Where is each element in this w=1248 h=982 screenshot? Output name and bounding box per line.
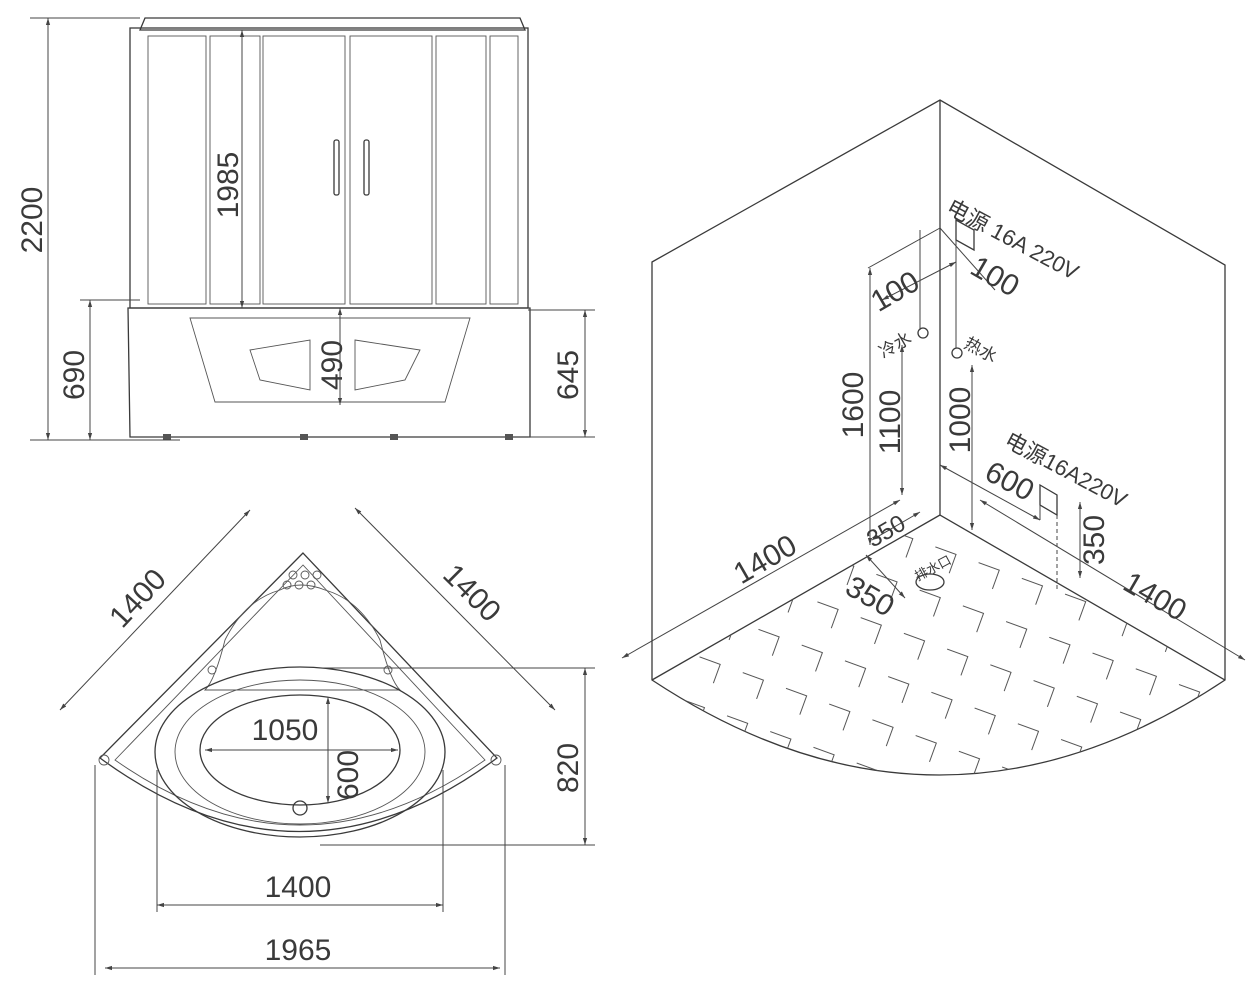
hot-water-label: 热水: [961, 334, 1000, 367]
dim-offset-left: 100: [865, 265, 925, 319]
power-outlet-top: [955, 218, 975, 252]
tub-apron: [189, 317, 471, 403]
cold-water-inlet: [917, 327, 929, 339]
front-view: 2200 1985 690 490 645: [16, 17, 595, 441]
door-left: [262, 35, 346, 305]
dim-1000: 1000: [944, 387, 977, 454]
dim-350-right: 350: [1078, 515, 1111, 565]
dim-base-height-left: 690: [58, 350, 91, 400]
dim-wall-left: 1400: [728, 529, 802, 591]
dim-overall-height: 2200: [16, 187, 49, 254]
dim-overall-width: 1965: [265, 934, 332, 967]
door-right: [349, 35, 433, 305]
cabin-frame: [129, 27, 529, 309]
cabin-roof: [139, 17, 526, 31]
install-view: 电源 16A 220V 100 100 冷水 热水 1600 1100 1000…: [621, 99, 1246, 776]
dim-base-inner: 490: [316, 340, 349, 390]
dim-base-height-right: 645: [552, 350, 585, 400]
dim-front-width: 1400: [265, 871, 332, 904]
dim-basin-length: 1050: [252, 714, 319, 747]
cold-water-label: 冷水: [876, 329, 915, 362]
door-handle: [333, 139, 340, 196]
dim-glass-height: 1985: [212, 152, 245, 219]
door-handle: [363, 139, 370, 196]
dim-basin-width: 600: [332, 750, 365, 800]
drain-outlet: [915, 573, 945, 591]
tub-rim: [154, 666, 446, 838]
tub-outline: [99, 552, 498, 833]
hot-water-inlet: [951, 347, 963, 359]
dim-side-right: 1400: [436, 558, 507, 629]
dim-offset-right: 100: [965, 250, 1025, 304]
tub-basin: [199, 694, 401, 806]
dim-1100: 1100: [874, 390, 907, 455]
top-view: 1400 1400 1050 600 820 1400 1965: [59, 507, 595, 975]
dim-wall-right: 1400: [1118, 566, 1192, 628]
drain: [292, 800, 308, 816]
dim-depth: 820: [552, 743, 585, 793]
power-outlet-bottom: [1039, 483, 1058, 517]
dim-1600: 1600: [837, 372, 870, 439]
dim-side-left: 1400: [103, 563, 173, 634]
